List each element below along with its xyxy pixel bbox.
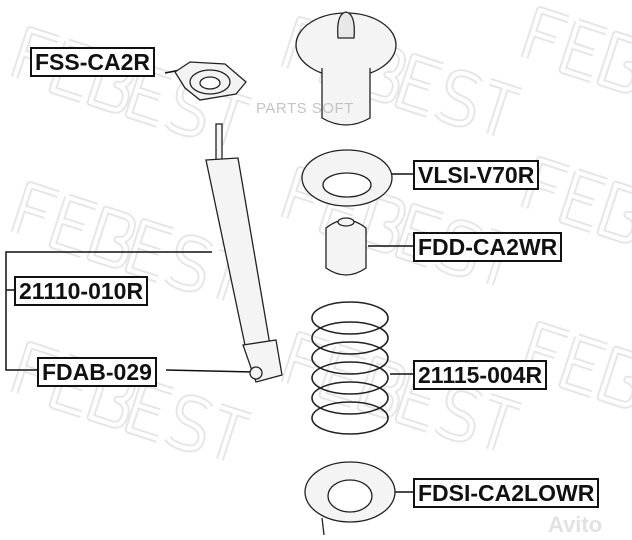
top-mount-part bbox=[174, 61, 247, 101]
label-21115-004r: 21115-004R bbox=[413, 360, 548, 390]
label-fdab-029: FDAB-029 bbox=[37, 357, 157, 387]
spring-upper-seat-part bbox=[301, 149, 393, 207]
label-fdd-ca2wr: FDD-CA2WR bbox=[413, 232, 563, 262]
label-fss-ca2r: FSS-CA2R bbox=[30, 47, 156, 77]
bump-stop-part bbox=[325, 217, 367, 276]
label-fdsi-ca2lowr: FDSI-CA2LOWR bbox=[413, 478, 600, 508]
label-vlsi-v70r: VLSI-V70R bbox=[413, 160, 540, 190]
label-21110-010r: 21110-010R bbox=[14, 276, 149, 306]
avito-watermark: Avito bbox=[548, 512, 603, 537]
coil-spring-part bbox=[311, 301, 389, 435]
spring-lower-seat-part bbox=[304, 461, 396, 536]
leader-lines bbox=[5, 69, 413, 493]
dust-boot-part bbox=[295, 11, 397, 126]
shock-absorber-part bbox=[205, 123, 283, 383]
partssoft-watermark: PARTS SOFT bbox=[256, 100, 354, 117]
